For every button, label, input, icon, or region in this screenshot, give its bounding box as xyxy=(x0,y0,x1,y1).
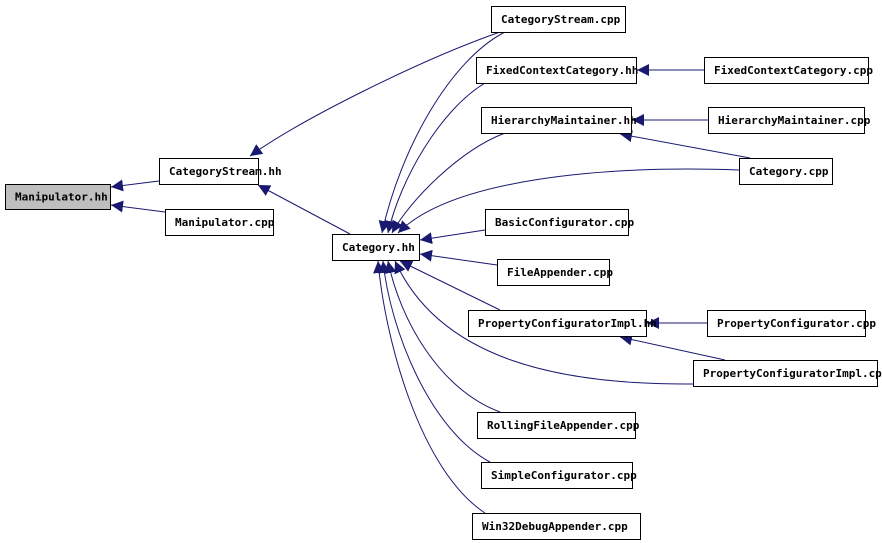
node-box xyxy=(693,360,878,387)
node-box xyxy=(739,158,833,185)
edge-manip_cpp-to-manip_hh xyxy=(110,200,166,213)
node-label: Category.cpp xyxy=(749,165,829,178)
node-box xyxy=(476,57,637,84)
node-label: CategoryStream.hh xyxy=(169,165,282,178)
node-fixed-hh[interactable]: FixedContextCategory.hh xyxy=(476,57,639,84)
node-box xyxy=(477,412,636,439)
edge-catstream_cpp-to-category_hh xyxy=(378,31,506,234)
node-manip-hh[interactable]: Manipulator.hh xyxy=(5,184,111,210)
node-box xyxy=(481,462,633,489)
node-box xyxy=(707,310,866,337)
edge-basic_cpp-to-category_hh xyxy=(419,229,486,245)
node-box xyxy=(497,259,610,286)
node-label: PropertyConfiguratorImpl.cpp xyxy=(703,367,882,380)
node-label: RollingFileAppender.cpp xyxy=(487,419,640,432)
edge-propimpl_hh-to-category_hh xyxy=(399,260,501,311)
node-box xyxy=(5,184,111,210)
edge-file_cpp-to-category_hh xyxy=(419,249,498,266)
node-simple-cpp[interactable]: SimpleConfigurator.cpp xyxy=(481,462,638,489)
node-propimpl-cpp[interactable]: PropertyConfiguratorImpl.cpp xyxy=(693,360,882,387)
node-file-cpp[interactable]: FileAppender.cpp xyxy=(497,259,614,286)
node-hier-hh[interactable]: HierarchyMaintainer.hh xyxy=(481,107,637,134)
node-rolling-cpp[interactable]: RollingFileAppender.cpp xyxy=(477,412,640,439)
node-box xyxy=(472,513,641,540)
node-catstream-cpp[interactable]: CategoryStream.cpp xyxy=(491,6,626,33)
node-hier-cpp[interactable]: HierarchyMaintainer.cpp xyxy=(708,107,871,134)
node-label: SimpleConfigurator.cpp xyxy=(491,469,637,482)
edge-propimpl_cpp-to-category_hh xyxy=(394,260,694,385)
node-label: FixedContextCategory.hh xyxy=(486,64,638,77)
node-label: PropertyConfiguratorImpl.hh xyxy=(478,317,657,330)
node-category-cpp[interactable]: Category.cpp xyxy=(739,158,833,185)
edge-category_hh-to-catstream_hh xyxy=(257,184,351,235)
edge-propimpl_cpp-to-propimpl_hh xyxy=(619,333,726,361)
edge-catstream_hh-to-manip_hh xyxy=(110,179,160,192)
node-box xyxy=(708,107,865,134)
node-box xyxy=(704,57,869,84)
node-fixed-cpp[interactable]: FixedContextCategory.cpp xyxy=(704,57,874,84)
edge-category_cpp-to-category_hh xyxy=(397,168,740,234)
node-label: Manipulator.cpp xyxy=(175,216,275,229)
edge-rolling_cpp-to-category_hh xyxy=(384,260,501,413)
node-manip-cpp[interactable]: Manipulator.cpp xyxy=(165,209,275,236)
node-label: HierarchyMaintainer.hh xyxy=(491,114,637,127)
node-box xyxy=(159,158,259,185)
node-box xyxy=(485,209,629,236)
node-label: FixedContextCategory.cpp xyxy=(714,64,873,77)
edge-win32_cpp-to-category_hh xyxy=(373,260,486,514)
node-label: Category.hh xyxy=(342,241,415,254)
node-box xyxy=(481,107,632,134)
node-box xyxy=(468,310,647,337)
node-propimpl-hh[interactable]: PropertyConfiguratorImpl.hh xyxy=(468,310,657,337)
node-label: HierarchyMaintainer.cpp xyxy=(718,114,871,127)
node-win32-cpp[interactable]: Win32DebugAppender.cpp xyxy=(472,513,641,540)
node-label: BasicConfigurator.cpp xyxy=(495,216,634,229)
node-label: CategoryStream.cpp xyxy=(501,13,621,26)
edge-catstream_cpp-to-catstream_hh xyxy=(249,31,501,157)
node-catstream-hh[interactable]: CategoryStream.hh xyxy=(159,158,282,185)
node-box xyxy=(332,234,420,261)
edge-fixed_hh-to-category_hh xyxy=(384,82,486,234)
node-basic-cpp[interactable]: BasicConfigurator.cpp xyxy=(485,209,635,236)
edge-category_cpp-to-hier_hh xyxy=(619,130,751,159)
node-prop-cpp[interactable]: PropertyConfigurator.cpp xyxy=(707,310,877,337)
edge-simple_cpp-to-category_hh xyxy=(378,260,491,463)
node-box xyxy=(165,209,274,236)
node-label: Manipulator.hh xyxy=(15,191,108,204)
node-category-hh[interactable]: Category.hh xyxy=(332,234,420,261)
node-label: FileAppender.cpp xyxy=(507,266,613,279)
node-label: PropertyConfigurator.cpp xyxy=(717,317,876,330)
node-label: Win32DebugAppender.cpp xyxy=(482,520,628,533)
node-box xyxy=(491,6,626,33)
